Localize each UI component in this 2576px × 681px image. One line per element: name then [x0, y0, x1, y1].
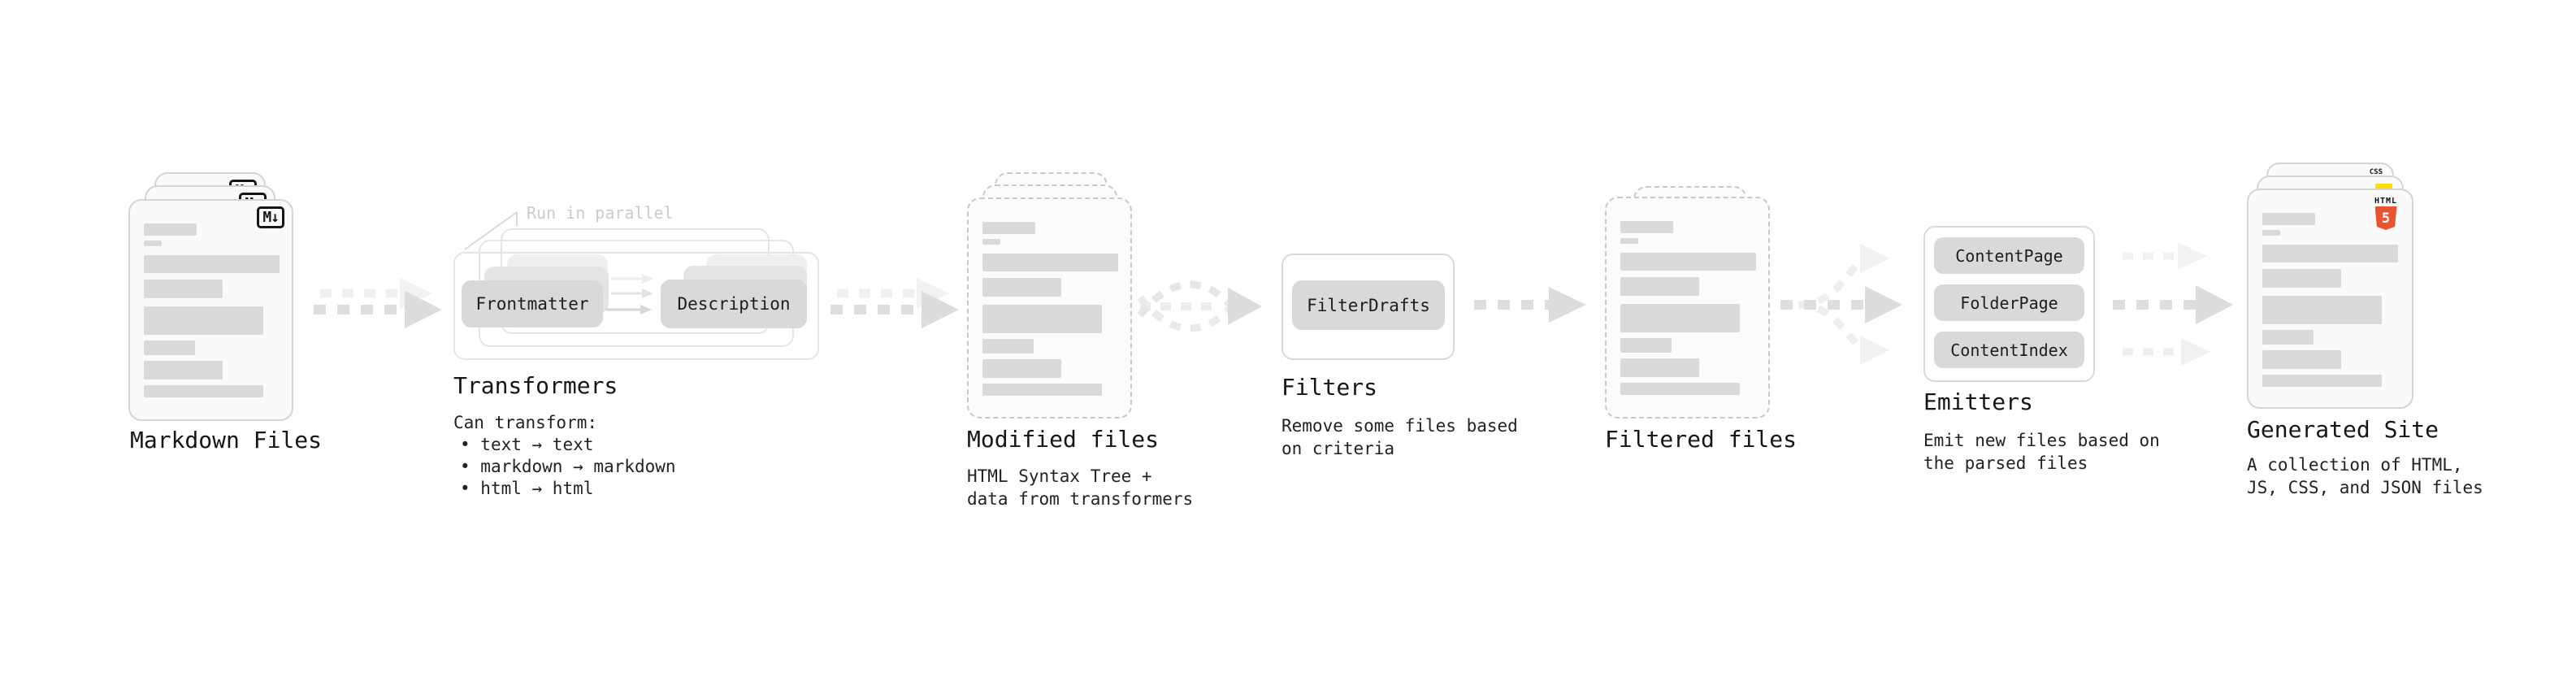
filtered-file-card-front: [1605, 197, 1770, 419]
transformer-box-front: [453, 252, 819, 360]
list-item: markdown → markdown: [460, 456, 675, 478]
emitter-pill-contentpage: ContentPage: [1934, 237, 2084, 274]
list-item: html → html: [460, 478, 676, 500]
transformer-pill-frontmatter: Frontmatter: [462, 280, 603, 327]
modified-files-description: HTML Syntax Tree + data from transformer…: [967, 466, 1194, 509]
html5-icon: HTML 5: [2370, 197, 2402, 230]
markdown-icon: M↓: [257, 206, 284, 228]
stage-title-modified-files: Modified files: [967, 426, 1160, 453]
generated-file-card-front: HTML 5: [2247, 189, 2413, 409]
js-icon: [2375, 184, 2392, 193]
flow-arrow-modified-to-filters: [1137, 280, 1262, 332]
annotation-callout-line: [464, 211, 518, 250]
flow-arrow-emitters-to-generated: [2113, 242, 2233, 366]
flow-arrow-markdown-to-transformers: [314, 278, 442, 328]
filters-description: Remove some files based on criteria: [1281, 416, 1518, 458]
transform-capability-list: text → text markdown → markdown html → h…: [460, 434, 676, 500]
flow-arrow-transformers-to-modified: [830, 278, 959, 328]
stage-title-filtered-files: Filtered files: [1605, 426, 1798, 453]
flow-arrow-filtered-to-emitters: [1780, 244, 1902, 365]
pill-connector-arrows: [606, 274, 653, 314]
flow-arrow-filters-to-filtered: [1474, 287, 1586, 323]
file-content-placeholder: [144, 223, 280, 397]
markdown-file-card-front: M↓: [128, 199, 293, 421]
file-content-placeholder: [2262, 213, 2398, 387]
emitter-pill-contentindex: ContentIndex: [1934, 332, 2084, 368]
file-content-placeholder: [982, 222, 1118, 396]
filter-pill-filterdrafts: FilterDrafts: [1292, 280, 1445, 330]
stage-title-transformers: Transformers: [453, 372, 618, 399]
stage-title-generated-site: Generated Site: [2247, 416, 2439, 443]
generated-site-description: A collection of HTML, JS, CSS, and JSON …: [2247, 455, 2483, 497]
transformers-description: Can transform:: [453, 413, 598, 432]
transformer-pill-description: Description: [661, 280, 807, 328]
file-content-placeholder: [1620, 221, 1756, 395]
modified-file-card-front: [967, 197, 1132, 419]
emitters-description: Emit new files based on the parsed files: [1923, 431, 2160, 473]
filters-box: FilterDrafts: [1281, 254, 1455, 360]
stage-title-filters: Filters: [1281, 374, 1378, 401]
run-in-parallel-label: Run in parallel: [527, 203, 674, 223]
stage-title-emitters: Emitters: [1923, 388, 2033, 415]
list-item: text → text: [460, 434, 676, 456]
emitter-pill-folderpage: FolderPage: [1934, 284, 2084, 321]
stage-title-markdown-files: Markdown Files: [130, 427, 323, 453]
emitters-box: ContentPage FolderPage ContentIndex: [1923, 226, 2095, 382]
